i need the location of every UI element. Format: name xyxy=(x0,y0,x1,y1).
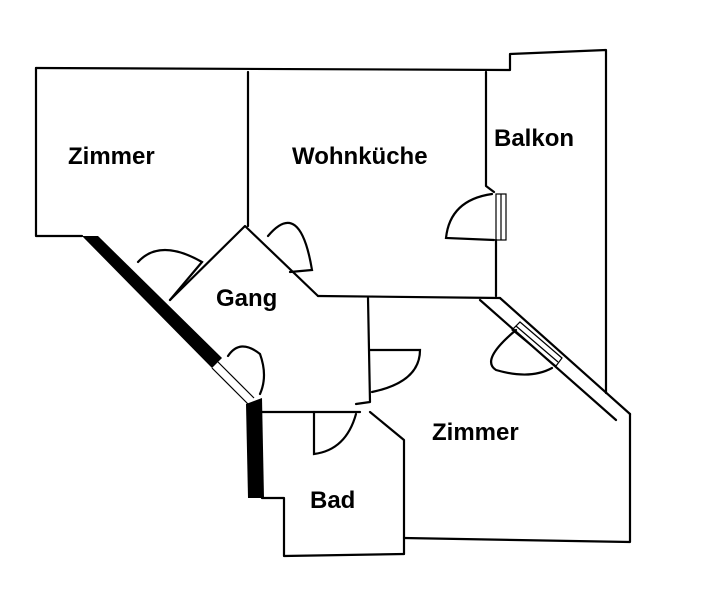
outer-wall-left xyxy=(34,66,84,238)
outer-wall-top xyxy=(34,48,608,395)
wall-wohnkueche-bottom xyxy=(316,294,502,300)
door-balkon xyxy=(444,192,496,242)
room-label-zimmer-2: Zimmer xyxy=(432,419,519,446)
wall-gang-right xyxy=(354,296,372,406)
wall-gang-right-lower xyxy=(368,410,406,556)
windows xyxy=(495,193,563,367)
door-zimmer2-window xyxy=(490,328,554,376)
door-gang-lower xyxy=(226,345,266,396)
room-labels: Zimmer Wohnküche Balkon Gang Zimmer Bad xyxy=(68,125,574,514)
doors xyxy=(136,192,554,456)
wall-zimmer2-bottom xyxy=(402,412,632,544)
wall-wohnkueche-balkon xyxy=(484,70,496,194)
window-gang-lower-2 xyxy=(217,361,255,399)
door-zimmer2 xyxy=(368,348,422,394)
room-label-wohnkueche: Wohnküche xyxy=(292,143,428,170)
heavy-wall-diagonal xyxy=(82,236,222,368)
wall-bad-outer xyxy=(260,496,406,558)
heavy-wall-vertical xyxy=(246,398,264,498)
room-label-zimmer-1: Zimmer xyxy=(68,143,155,170)
window-zimmer2-mid xyxy=(515,325,559,363)
room-label-gang: Gang xyxy=(216,285,277,312)
window-zimmer2 xyxy=(511,321,563,367)
window-gang-lower xyxy=(211,367,249,405)
door-wohnkueche xyxy=(266,221,314,274)
wall-diagonal-outer xyxy=(498,296,632,416)
room-label-balkon: Balkon xyxy=(494,125,574,152)
door-zimmer1 xyxy=(136,249,204,302)
room-label-bad: Bad xyxy=(310,487,355,514)
door-bad xyxy=(312,410,358,456)
